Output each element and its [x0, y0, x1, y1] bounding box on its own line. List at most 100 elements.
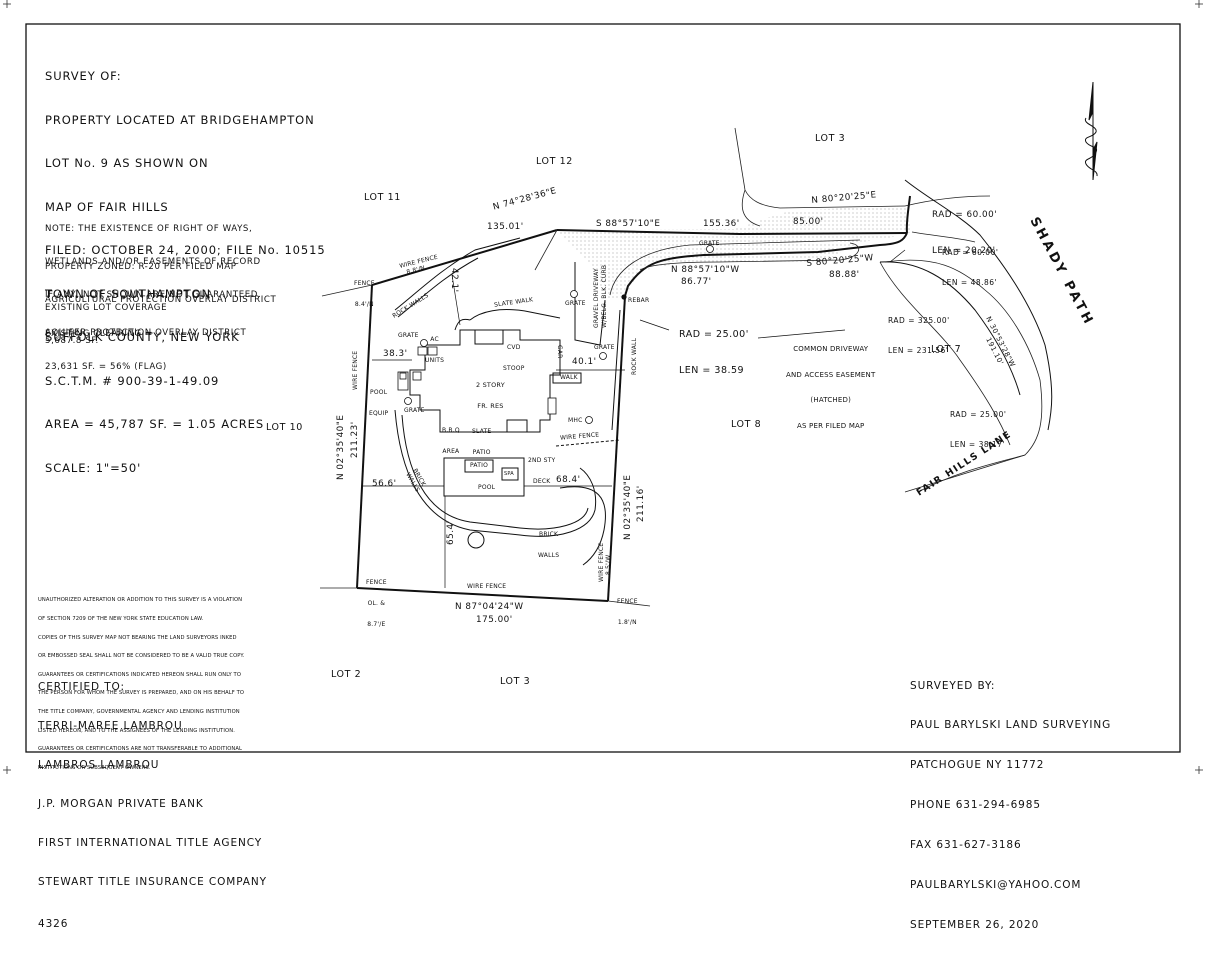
disclaimer: UNAUTHORIZED ALTERATION OR ADDITION TO T…	[38, 585, 244, 784]
shady-path-label: SHADY PATH	[1026, 215, 1096, 329]
curve-5-data: RAD = 25.00' LEN = 38.59	[679, 305, 749, 401]
easement-label-line: (HATCHED)	[810, 396, 852, 404]
dimension-lines	[362, 249, 906, 588]
walk-label: WALK	[560, 374, 578, 381]
certified-block: CERTIFIED TO: TERRI-MAREE LAMBROU LAMBRO…	[38, 655, 267, 957]
west-distance: 211.23'	[350, 421, 360, 458]
note-line: PROPERTY ZONED: R-20 PER FILED MAP	[45, 262, 237, 272]
ac-units-line: AC	[430, 336, 439, 343]
curve-3-data: RAD = 325.00' LEN = 231.56'	[888, 296, 950, 376]
cvd-stoop-label: CVD STOOP	[503, 330, 525, 386]
curve-1-data: RAD = 60.00' LEN = 20.20'	[932, 185, 997, 281]
easement-top-bearing: S 88°57'10"E	[596, 219, 661, 229]
curve-radius: RAD = 25.00'	[679, 329, 749, 340]
property-boundary	[356, 195, 911, 602]
grate-label: GRATE	[404, 407, 425, 414]
fence-east-offset: 8.5'/W	[605, 555, 612, 575]
ac-units-label: AC UNITS	[425, 322, 444, 378]
patio-outline	[464, 459, 494, 473]
gravel-driveway-label: GRAVEL DRIVEWAY	[593, 268, 600, 328]
curve-radius: RAD = 60.00'	[932, 210, 998, 220]
disclaimer-line: UNAUTHORIZED ALTERATION OR ADDITION TO T…	[38, 597, 243, 604]
deck-label-line: DECK	[533, 478, 551, 485]
curve-radius: RAD = 25.00'	[950, 410, 1007, 419]
registration-marks	[3, 0, 1203, 774]
mhc-label: MHC	[568, 417, 583, 424]
surveyor-block: SURVEYED BY: PAUL BARYLSKI LAND SURVEYIN…	[910, 653, 1111, 959]
dim-65-4: 65.4'	[446, 520, 456, 545]
note-line: AQUIFER PROTECTION OVERLAY DISTRICT	[45, 328, 247, 338]
east-distance: 211.16'	[636, 485, 646, 522]
pool-equip-line: POOL	[370, 389, 388, 396]
fence-line: 8.7'/E	[367, 621, 386, 628]
rebar-label: REBAR	[628, 297, 650, 304]
certified-name: LAMBROS LAMBROU	[38, 759, 160, 771]
fence-se-label: FENCE 1.8'/N	[617, 584, 638, 640]
fence-east-label: WIRE FENCE	[598, 543, 605, 582]
sheet-border	[25, 23, 1181, 753]
stoop-label-line: STOOP	[503, 365, 525, 372]
patio-label-line: PATIO	[472, 449, 491, 456]
lot-coverage-note: EXISTING LOT COVERAGE 5,687.8 SF.	[45, 281, 167, 369]
fence-line: FENCE	[617, 598, 638, 605]
note-line: EXISTING CLEARING =	[45, 329, 153, 339]
rock-wall-label: ROCK WALL	[631, 337, 638, 375]
bbq-label-line: B.B.Q	[442, 427, 460, 434]
slate-patio-label: SLATE PATIO	[472, 414, 491, 470]
east-bearing: N 02°35'40"E	[623, 475, 633, 540]
pool-equip-label: POOL EQUIP	[369, 375, 388, 431]
curve-radius: RAD = 60.00'	[942, 248, 999, 257]
title-line: AREA = 45,787 SF. = 1.05 ACRES	[45, 417, 265, 431]
survey-sheet: SHADY PATH FAIR HILLS LANE N 02°35'40"E …	[3, 0, 1203, 931]
dim-40-1: 40.1'	[572, 357, 597, 367]
access-easement-hatch	[557, 206, 912, 300]
deck-label: 2ND STY DECK	[528, 443, 555, 499]
curve-length: LEN = 20.20'	[932, 246, 996, 256]
fence-line: FENCE	[354, 280, 375, 287]
garage-label: GAR	[556, 345, 563, 359]
easement-label-line: AND ACCESS EASEMENT	[786, 370, 876, 379]
house-outline	[409, 329, 561, 433]
certified-heading: CERTIFIED TO:	[38, 681, 125, 693]
note-line: WETLANDS AND/OR EASEMENTS OF RECORD	[45, 257, 261, 267]
fence-line: FENCE	[366, 579, 387, 586]
dim-42-1: 42.1'	[449, 268, 459, 293]
spa-outline	[501, 467, 519, 481]
pool-label: POOL	[478, 484, 496, 491]
curve-radius: RAD = 325.00'	[888, 316, 950, 325]
note-line: AGRICULTURAL PROTECTION OVERLAY DISTRICT	[45, 295, 277, 305]
fence-line: 8.4'/N	[354, 301, 374, 308]
brick-walls-label: BRICK WALLS	[538, 517, 559, 573]
dim-38-3: 38.3'	[383, 349, 408, 359]
disclaimer-line: GUARANTEES OR CERTIFICATIONS ARE NOT TRA…	[38, 746, 242, 753]
easement-label: COMMON DRIVEWAY AND ACCESS EASEMENT (HAT…	[786, 328, 875, 447]
certified-name: J.P. MORGAN PRIVATE BANK	[38, 798, 204, 810]
disclaimer-line: THE TITLE COMPANY, GOVERNMENTAL AGENCY A…	[38, 709, 240, 716]
dim-68-4: 68.4'	[556, 475, 581, 485]
title-line: S.C.T.M. # 900-39-1-49.09	[45, 373, 220, 388]
note-line: 5,687.8 SF.	[45, 336, 99, 346]
lot-lines	[320, 127, 1043, 607]
walk-outline	[552, 372, 582, 384]
title-line: PROPERTY LOCATED AT BRIDGEHAMPTON	[45, 112, 315, 127]
curve-bottom-distance: 88.88'	[829, 270, 860, 280]
bbq-label: B.B.Q AREA	[442, 413, 460, 469]
easement-top-distance: 155.36'	[703, 219, 740, 229]
brick-walls-line: WALLS	[538, 552, 560, 559]
title-line: SUFFOLK COUNTY, NEW YORK	[45, 330, 240, 344]
certified-name: FIRST INTERNATIONAL TITLE AGENCY	[38, 837, 263, 849]
lot-11-label: LOT 11	[364, 192, 401, 203]
lot-7-label: LOT 7	[931, 344, 962, 355]
title-line: LOT No. 9 AS SHOWN ON	[45, 156, 209, 170]
shady-path-road	[879, 179, 1053, 431]
fence-nw-label: FENCE 8.4'/N	[354, 266, 375, 322]
fence-north-offset: 8.8'/N	[406, 265, 426, 276]
surveyor-line: PAULBARYLSKI@YAHOO.COM	[910, 879, 1082, 892]
surveyor-line: SURVEYED BY:	[910, 679, 996, 692]
fence-line: 1.8'/N	[617, 619, 637, 626]
surveyor-line: SEPTEMBER 26, 2020	[910, 918, 1040, 931]
wire-fence-west-label: WIRE FENCE	[352, 351, 359, 390]
rock-walls-label: ROCK WALLS	[391, 292, 430, 320]
patio-label-line: SLATE	[472, 428, 492, 435]
patio-label: PATIO	[470, 462, 489, 469]
